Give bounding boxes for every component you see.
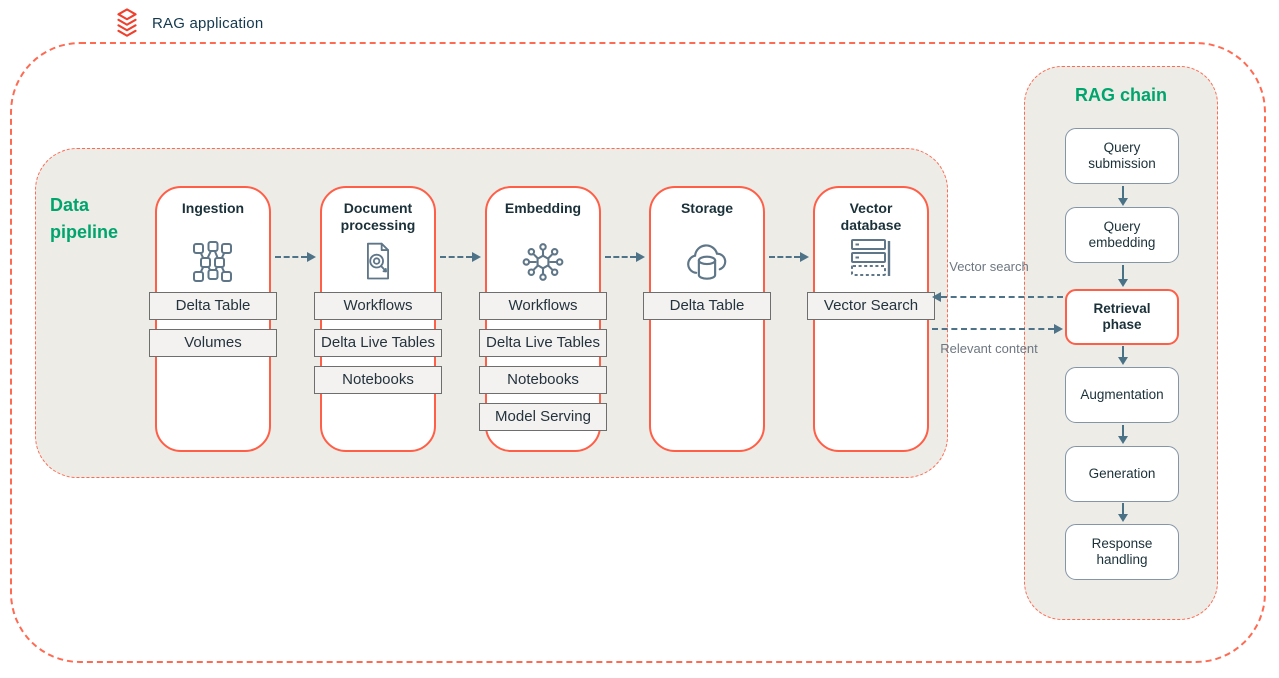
- stage-label-list: Workflows Delta Live Tables Notebooks Mo…: [479, 292, 607, 431]
- stage-title: Document processing: [340, 200, 416, 233]
- stage-vector-database: Vector database Vector Search: [807, 186, 935, 452]
- server-stack-icon: [815, 234, 927, 282]
- diagram-title: RAG application: [152, 15, 264, 32]
- arrow-augmentation-to-generation: [1117, 425, 1128, 444]
- data-pipeline-title: Data pipeline: [50, 195, 119, 242]
- product-label: Workflows: [314, 292, 442, 320]
- product-label: Delta Live Tables: [479, 329, 607, 357]
- chain-step-query-embedding: Query embedding: [1065, 207, 1179, 263]
- chain-step-generation: Generation: [1065, 446, 1179, 502]
- stage-embedding: Embedding Workflows Delta Live Tables No…: [479, 186, 607, 452]
- chain-step-response-handling: Response handling: [1065, 524, 1179, 580]
- rag-chain-title: RAG chain: [1074, 85, 1167, 105]
- stage-ingestion: Ingestion Delta Table Volumes: [149, 186, 277, 452]
- vector-search-label: Vector search: [949, 259, 1029, 274]
- stage-storage: Storage Delta Table: [643, 186, 771, 452]
- grid-nodes-icon: [157, 234, 269, 290]
- chain-step-query-submission: Query submission: [1065, 128, 1179, 184]
- arrow-retrieval-to-augmentation: [1117, 346, 1128, 365]
- stage-label-list: Workflows Delta Live Tables Notebooks: [314, 292, 442, 394]
- document-search-icon: [322, 234, 434, 290]
- stage-label-list: Vector Search: [807, 292, 935, 320]
- arrow-ingestion-to-processing: [275, 250, 316, 264]
- stage-label-list: Delta Table Volumes: [149, 292, 277, 357]
- product-label: Delta Table: [643, 292, 771, 320]
- neural-network-icon: [487, 234, 599, 290]
- product-label: Delta Table: [149, 292, 277, 320]
- product-label: Notebooks: [479, 366, 607, 394]
- stacked-layers-logo-icon: [112, 7, 142, 40]
- product-label: Vector Search: [807, 292, 935, 320]
- stage-title: Ingestion: [181, 200, 245, 216]
- product-label: Workflows: [479, 292, 607, 320]
- product-label: Notebooks: [314, 366, 442, 394]
- arrow-generation-to-response: [1117, 503, 1128, 522]
- stage-title: Embedding: [504, 200, 582, 216]
- stage-document-processing: Document processing Workflows Delta Live…: [314, 186, 442, 452]
- stage-title: Vector database: [840, 200, 902, 233]
- product-label: Volumes: [149, 329, 277, 357]
- arrow-submission-to-embedding: [1117, 186, 1128, 206]
- cloud-database-icon: [651, 234, 763, 290]
- arrow-storage-to-vectordb: [769, 250, 809, 264]
- diagram-header: RAG application: [112, 7, 263, 40]
- arrow-processing-to-embedding: [440, 250, 481, 264]
- relevant-content-label: Relevant content: [940, 341, 1038, 356]
- rag-application-boundary: [10, 42, 1266, 663]
- stage-label-list: Delta Table: [643, 292, 771, 320]
- product-label: Delta Live Tables: [314, 329, 442, 357]
- arrow-relevant-content: [932, 322, 1063, 336]
- chain-step-retrieval-phase: Retrieval phase: [1065, 289, 1179, 345]
- product-label: Model Serving: [479, 403, 607, 431]
- arrow-embedding-to-storage: [605, 250, 645, 264]
- stage-title: Storage: [680, 200, 734, 216]
- arrow-embedding-to-retrieval: [1117, 265, 1128, 287]
- arrow-vector-search: [932, 290, 1063, 304]
- chain-step-augmentation: Augmentation: [1065, 367, 1179, 423]
